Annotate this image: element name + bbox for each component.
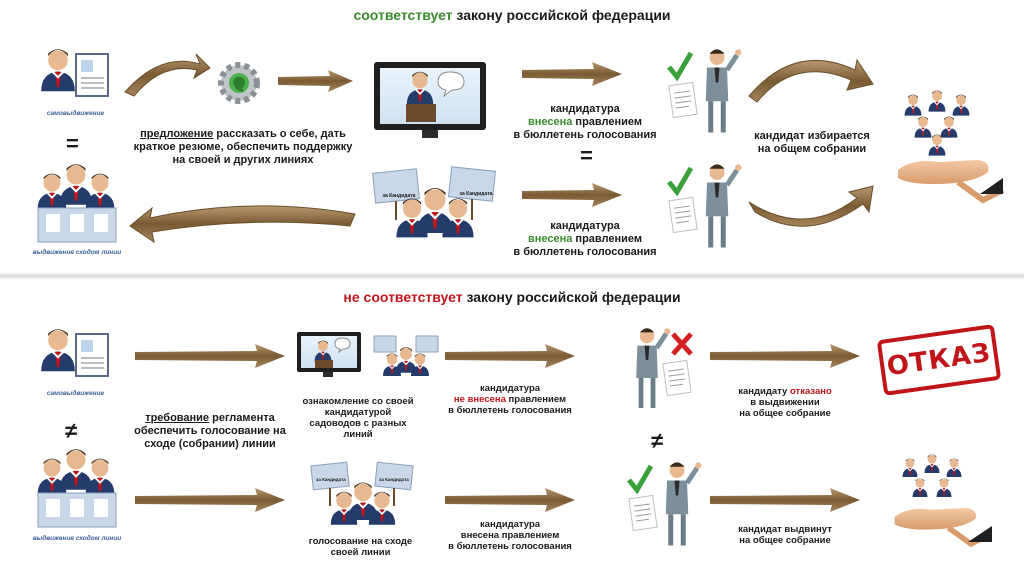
person-certificate-icon: [40, 328, 109, 377]
arrow-icon: [278, 70, 353, 92]
approved-businessman-icon: [667, 160, 755, 255]
refused-text: кандидату отказано в выдвижении на общее…: [715, 386, 855, 419]
nominated-top-highlight: внесена: [527, 116, 573, 128]
gear-icon: [218, 62, 260, 104]
not-nominated-highlight: не внесена: [453, 394, 506, 405]
heading-rest: закону российской федерации: [462, 289, 681, 305]
sign-text: за Кандидата: [316, 477, 346, 482]
not-nominated-text: кандидатура не внесена правлением в бюлл…: [440, 383, 580, 416]
proposal-rest: рассказать о себе, дать краткое резюме, …: [133, 128, 353, 166]
curved-arrow-icon: [748, 185, 874, 227]
nominated-bottom: кандидатура внесена правлением в бюллете…: [500, 220, 670, 259]
not-equal-sign-2: ≠: [651, 428, 664, 453]
rejected-businessman-icon: [625, 320, 693, 415]
arrow-icon: [522, 183, 622, 207]
put-forward-text: кандидат выдвинут на общее собрание: [715, 524, 855, 546]
elected-text: кандидат избирается на общем собрании: [742, 130, 882, 156]
refused-line1: кандидату: [738, 386, 790, 397]
line-nomination-label: выдвижение сходом линии: [32, 535, 122, 542]
nominated-text: кандидатура внесена правлением в бюллете…: [440, 519, 580, 552]
self-nomination-label: самовыдвижение: [46, 110, 105, 117]
familiarization-text: ознакомление со своей кандидатурой садов…: [302, 396, 414, 440]
top-heading: соответствует закону российской федераци…: [0, 7, 1024, 23]
team-icon: [36, 448, 117, 528]
hand-people-icon: [885, 90, 1005, 198]
nominated-line1: кандидатура: [479, 519, 541, 530]
refused-highlight: отказано: [789, 386, 832, 397]
monitor-speaker-icon: [297, 332, 361, 377]
equals-sign: =: [66, 131, 79, 156]
monitor-speaker-icon: [374, 62, 486, 138]
nominated-line2: внесена правлением: [460, 530, 560, 541]
line-nomination-label: выдвижение сходом линии: [32, 249, 122, 256]
elected-line2: на общем собрании: [757, 143, 867, 155]
requirement-underlined: требование: [145, 412, 210, 424]
refusal-stamp-icon: ОТКАЗ: [876, 324, 1002, 396]
stamp-text: ОТКАЗ: [885, 337, 993, 383]
approved-businessman-icon: [627, 458, 715, 553]
nominated-top-line2: правлением: [572, 116, 643, 128]
team-with-signs-icon: [373, 335, 439, 377]
put-forward-line1: кандидат выдвинут: [738, 524, 832, 535]
requirement-text: требование регламента обеспечить голосов…: [125, 412, 295, 451]
sign-text-2: за Кандидата: [459, 191, 493, 197]
nominated-bottom-line2: правлением: [572, 233, 643, 245]
heading-highlight: не соответствует: [343, 289, 463, 305]
curved-arrow-icon: [124, 53, 211, 97]
arrow-icon: [445, 488, 575, 512]
line-vote-text: голосование на сходе своей линии: [308, 536, 413, 558]
curved-arrow-left-icon: [129, 205, 356, 244]
heading-highlight: соответствует: [353, 7, 453, 23]
team-icon: [36, 163, 117, 243]
bottom-heading: не соответствует закону российской федер…: [0, 289, 1024, 305]
not-nominated-line1: кандидатура: [479, 383, 541, 394]
not-nominated-line2: правлением: [505, 394, 567, 405]
requirement-rest: регламента обеспечить голосование на схо…: [134, 412, 286, 450]
arrow-icon: [710, 488, 860, 512]
put-forward-line2: на общее собрание: [739, 535, 831, 546]
nominated-bottom-line1: кандидатура: [550, 220, 620, 232]
nominated-bottom-line3: в бюллетень голосования: [513, 246, 657, 258]
curved-arrow-icon: [748, 58, 874, 103]
approved-businessman-icon: [667, 45, 755, 135]
arrow-icon: [135, 488, 285, 512]
section-divider: [0, 272, 1024, 280]
nominated-top-line1: кандидатура: [550, 103, 620, 115]
arrow-icon: [135, 344, 285, 368]
sign-text-2: за Кандидата: [379, 477, 409, 482]
nominated-top-line3: в бюллетень голосования: [513, 129, 657, 141]
sign-text: за Кандидата: [382, 193, 416, 199]
nominated-line3: в бюллетень голосования: [448, 541, 572, 552]
proposal-text: предложение рассказать о себе, дать крат…: [128, 128, 358, 167]
refused-line3: на общее собрание: [739, 408, 831, 419]
elected-line1: кандидат избирается: [754, 130, 870, 142]
nominated-bottom-highlight: внесена: [527, 233, 573, 245]
not-nominated-line3: в бюллетень голосования: [448, 405, 572, 416]
self-nomination-label: самовыдвижение: [46, 390, 105, 397]
equals-sign-2: =: [580, 143, 593, 168]
proposal-underlined: предложение: [140, 128, 214, 140]
arrow-icon: [445, 344, 575, 368]
arrow-icon: [522, 62, 622, 86]
hand-people-icon: [880, 453, 992, 545]
person-certificate-icon: [40, 48, 109, 97]
arrow-icon: [710, 344, 860, 368]
refused-line2: в выдвижении: [750, 397, 820, 408]
team-with-signs-icon: [310, 461, 414, 526]
not-equal-sign: ≠: [65, 418, 78, 443]
heading-rest: закону российской федерации: [452, 7, 671, 23]
team-with-signs-icon: [372, 166, 496, 239]
nominated-top: кандидатура внесена правлением в бюллете…: [500, 103, 670, 142]
